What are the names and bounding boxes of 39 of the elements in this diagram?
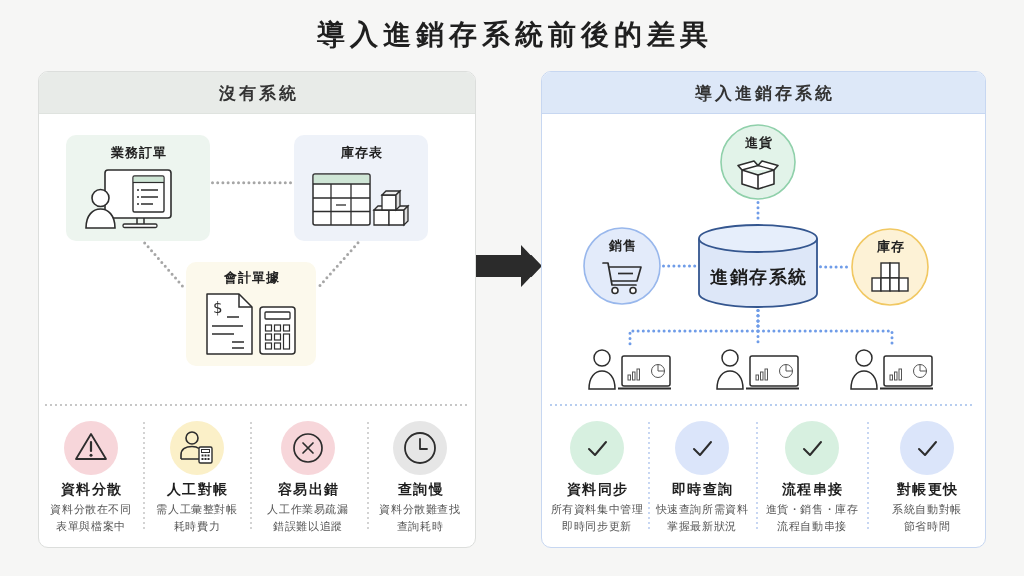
- item-heading: 查詢慢: [396, 480, 444, 498]
- dotted-connector: [756, 309, 894, 347]
- item-heading: 流程串接: [780, 480, 844, 498]
- dotted-connector: [819, 265, 850, 269]
- item-heading: 資料同步: [565, 480, 629, 498]
- dotted-connector: [211, 181, 293, 185]
- card: [294, 135, 428, 241]
- item-description: 系統自動對帳節省時間: [891, 502, 963, 534]
- dotted-connector: [662, 264, 697, 268]
- panel-title: 導入進銷存系統: [694, 82, 835, 103]
- card-title: 業務訂單: [109, 144, 167, 162]
- currency-symbol: $: [213, 299, 223, 317]
- item-description: 快速查詢所需資料掌握最新狀況: [654, 502, 750, 534]
- item-heading: 容易出錯: [276, 480, 340, 498]
- item-heading: 資料分散: [59, 480, 123, 498]
- item-heading: 即時查詢: [670, 480, 734, 498]
- panel: [541, 71, 986, 548]
- circle-title: 進貨: [743, 134, 773, 152]
- dotted-connector: [316, 241, 360, 290]
- item-description: 進貨・銷售・庫存流程自動串接: [764, 502, 860, 534]
- item-heading: 人工對帳: [165, 480, 229, 498]
- circle-title: 銷售: [607, 237, 637, 255]
- block-arrow: [476, 245, 541, 288]
- item-description: 所有資料集中管理即時同步更新: [549, 502, 645, 534]
- card-title: 庫存表: [339, 144, 383, 162]
- panel: [38, 71, 476, 548]
- item-description: 資料分散在不同表單與檔案中: [49, 502, 133, 534]
- circle-title: 庫存: [875, 238, 905, 256]
- item-description: 需人工彙整對帳耗時費力: [155, 502, 239, 534]
- item-description: 人工作業易疏漏錯誤難以追蹤: [266, 502, 350, 534]
- diagram-title: 導入進銷存系統前後的差異: [315, 17, 713, 53]
- cylinder-label: 進銷存系統: [709, 266, 808, 288]
- panel-title: 沒有系統: [217, 82, 299, 103]
- card-title: 會計單據: [222, 269, 280, 287]
- item-description: 資料分散難查找查詢耗時: [378, 502, 462, 534]
- dotted-connector: [143, 241, 186, 290]
- card: [66, 135, 210, 241]
- item-heading: 對帳更快: [895, 480, 959, 498]
- card: [186, 262, 316, 366]
